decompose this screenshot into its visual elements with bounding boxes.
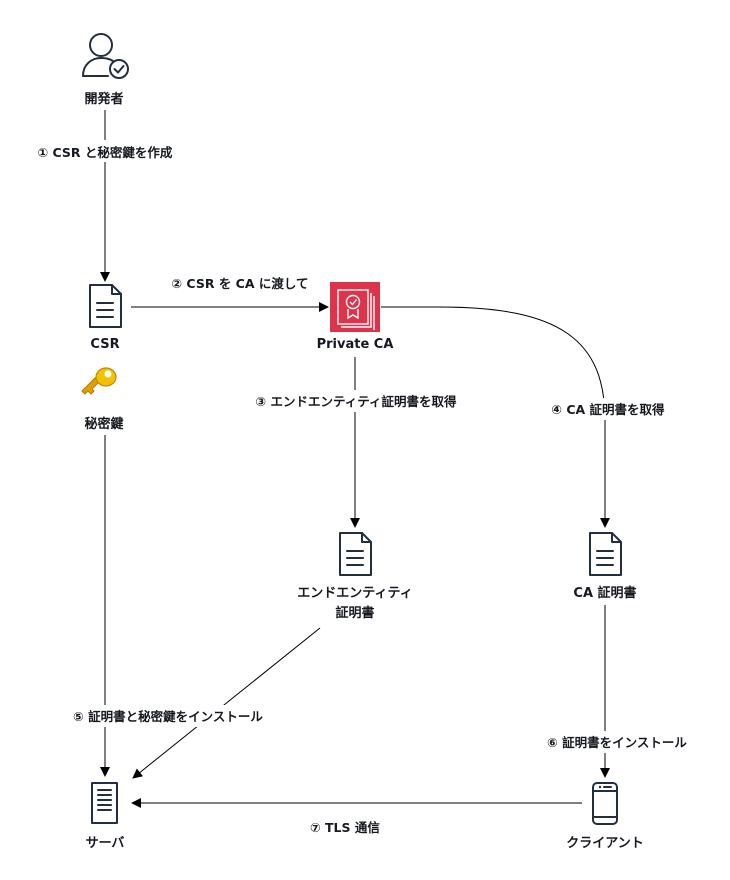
ca-cert-label: CA 証明書 [573, 585, 636, 601]
server-icon [91, 782, 118, 824]
private-ca-label: Private CA [317, 337, 394, 352]
edge-label-3: ③ エンドエンティティ証明書を取得 [256, 394, 457, 409]
edge-label-5: ⑤ 証明書と秘密鍵をインストール [73, 709, 263, 724]
edge-5b [132, 627, 321, 779]
certificate-authority-icon [330, 282, 380, 332]
user-check-icon [82, 33, 129, 79]
developer-label: 開発者 [84, 91, 123, 107]
csr-label: CSR [90, 337, 119, 352]
server-label: サーバ [86, 836, 125, 851]
key-icon [81, 367, 117, 395]
edge-label-1: ① CSR と秘密鍵を作成 [38, 145, 173, 160]
client-label: クライアント [566, 836, 643, 851]
mobile-phone-icon [592, 782, 618, 825]
edge-label-2: ② CSR を CA に渡して [172, 276, 309, 291]
edge-label-4: ④ CA 証明書を取得 [551, 402, 665, 417]
ca-cert-document-icon [589, 532, 622, 576]
edge-label-6: ⑥ 証明書をインストール [547, 735, 687, 750]
end-entity-label-line1: エンドエンティティ [297, 586, 412, 601]
end-entity-label-line2: 証明書 [335, 605, 374, 621]
edge-label-7: ⑦ TLS 通信 [310, 820, 380, 835]
csr-document-icon [89, 284, 122, 328]
private-key-label: 秘密鍵 [84, 416, 123, 432]
end-entity-document-icon [339, 532, 372, 576]
